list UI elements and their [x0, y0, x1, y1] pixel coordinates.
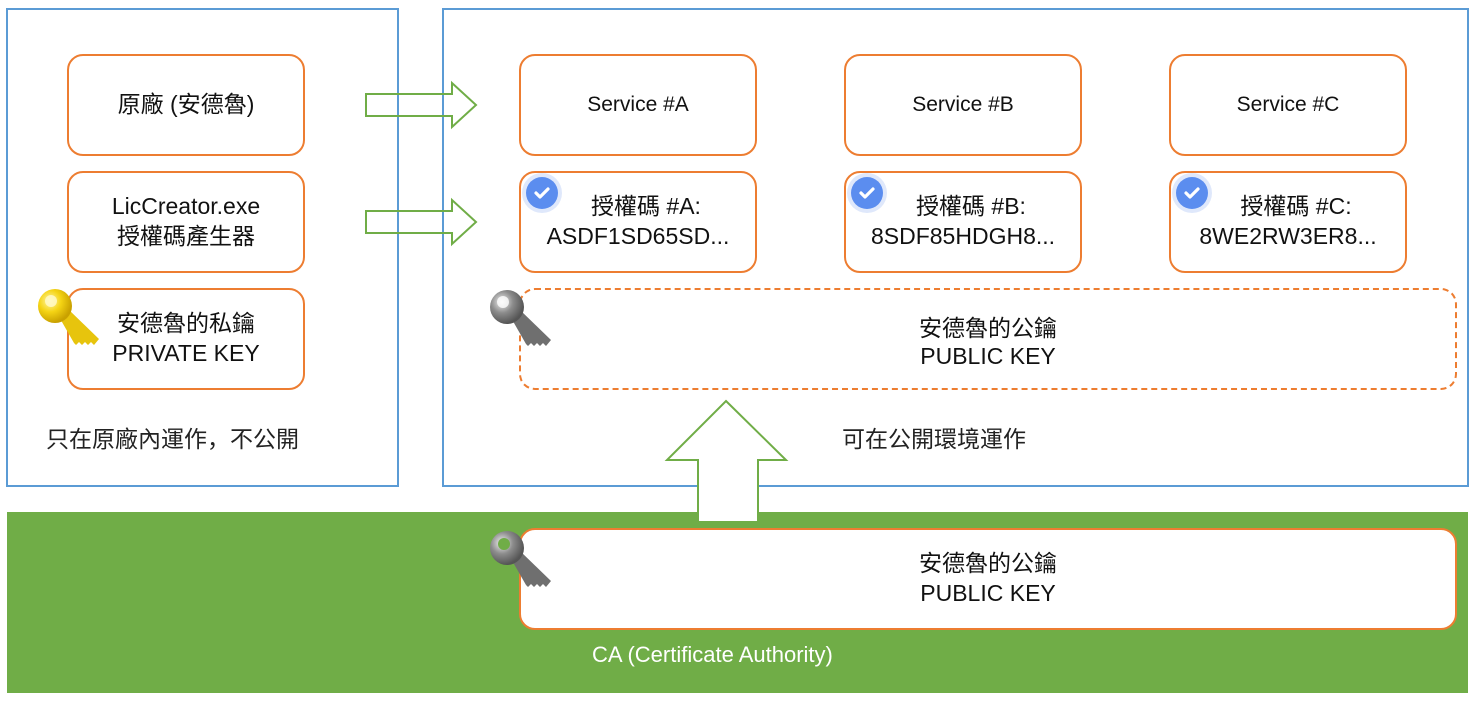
ca-label: CA (Certificate Authority) — [592, 642, 833, 667]
license-label: 授權碼 #C: — [1240, 193, 1352, 220]
private-key-cn: 安德魯的私鑰 — [117, 310, 255, 337]
ca-public-key-cn: 安德魯的公鑰 — [919, 550, 1057, 577]
ca-public-key-en: PUBLIC KEY — [920, 580, 1056, 606]
license-label: 授權碼 #A: — [591, 193, 701, 220]
private-key-box: 安德魯的私鑰 PRIVATE KEY — [67, 288, 305, 390]
vendor-box-label: 原廠 (安德魯) — [117, 91, 255, 118]
public-key-cn: 安德魯的公鑰 — [919, 314, 1057, 341]
public-key-en: PUBLIC KEY — [920, 342, 1056, 369]
private-key-icon — [34, 285, 104, 355]
license-code: 8WE2RW3ER8... — [1199, 223, 1377, 249]
license-label: 授權碼 #B: — [916, 193, 1026, 220]
vendor-box: 原廠 (安德魯) — [67, 54, 305, 156]
service-name: Service #C — [1236, 93, 1340, 117]
vendor-internal-caption: 只在原廠內運作，不公開 — [46, 426, 299, 452]
service-box-a: Service #A — [519, 54, 757, 156]
license-creator-box: LicCreator.exe 授權碼產生器 — [67, 171, 305, 273]
verified-check-icon — [522, 173, 562, 213]
embedded-public-key-box: 安德魯的公鑰 PUBLIC KEY — [519, 288, 1457, 390]
verified-check-icon — [1172, 173, 1212, 213]
arrow-ca-to-public-key — [664, 398, 790, 524]
arrow-vendor-to-services — [364, 80, 480, 130]
license-code: 8SDF85HDGH8... — [870, 223, 1056, 249]
license-creator-desc: 授權碼產生器 — [117, 223, 255, 249]
verified-check-icon — [847, 173, 887, 213]
license-code: ASDF1SD65SD... — [546, 223, 730, 249]
license-creator-exe: LicCreator.exe — [111, 193, 261, 220]
private-key-en: PRIVATE KEY — [112, 340, 260, 366]
service-box-b: Service #B — [844, 54, 1082, 156]
arrow-creator-to-licenses — [364, 197, 480, 247]
service-box-c: Service #C — [1169, 54, 1407, 156]
service-name: Service #B — [912, 93, 1014, 117]
service-name: Service #A — [587, 93, 689, 117]
ca-public-key-icon — [486, 527, 556, 597]
ca-public-key-box: 安德魯的公鑰 PUBLIC KEY — [519, 528, 1457, 630]
public-key-icon — [486, 286, 556, 356]
public-environment-caption: 可在公開環境運作 — [842, 426, 1026, 452]
